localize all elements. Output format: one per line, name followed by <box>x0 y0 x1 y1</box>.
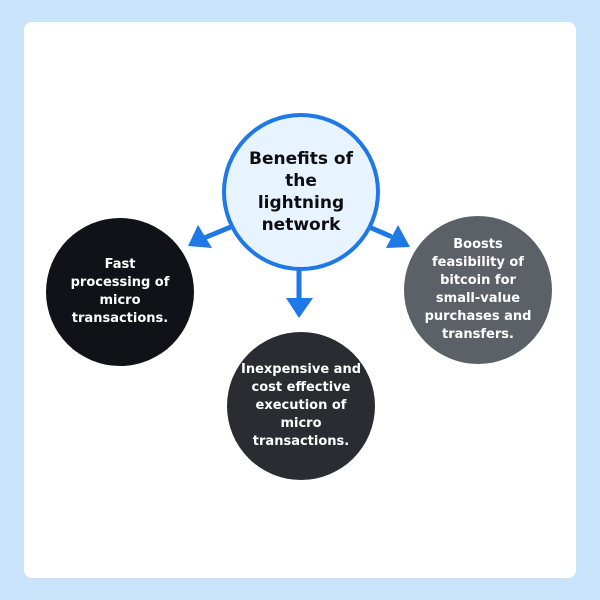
center-node-label: Benefits of the lightning network <box>249 149 353 235</box>
benefit-label-fast-processing: Fast processing of micro transactions. <box>70 257 170 326</box>
center-node: Benefits of the lightning network <box>222 113 380 271</box>
benefit-node-cost-effective: Inexpensive and cost effective execution… <box>227 332 375 480</box>
benefit-node-fast-processing: Fast processing of micro transactions. <box>46 218 194 366</box>
benefit-label-feasibility: Boosts feasibility of bitcoin for small-… <box>424 237 532 342</box>
benefit-label-cost-effective: Inexpensive and cost effective execution… <box>241 362 362 449</box>
benefit-node-feasibility: Boosts feasibility of bitcoin for small-… <box>404 216 552 364</box>
